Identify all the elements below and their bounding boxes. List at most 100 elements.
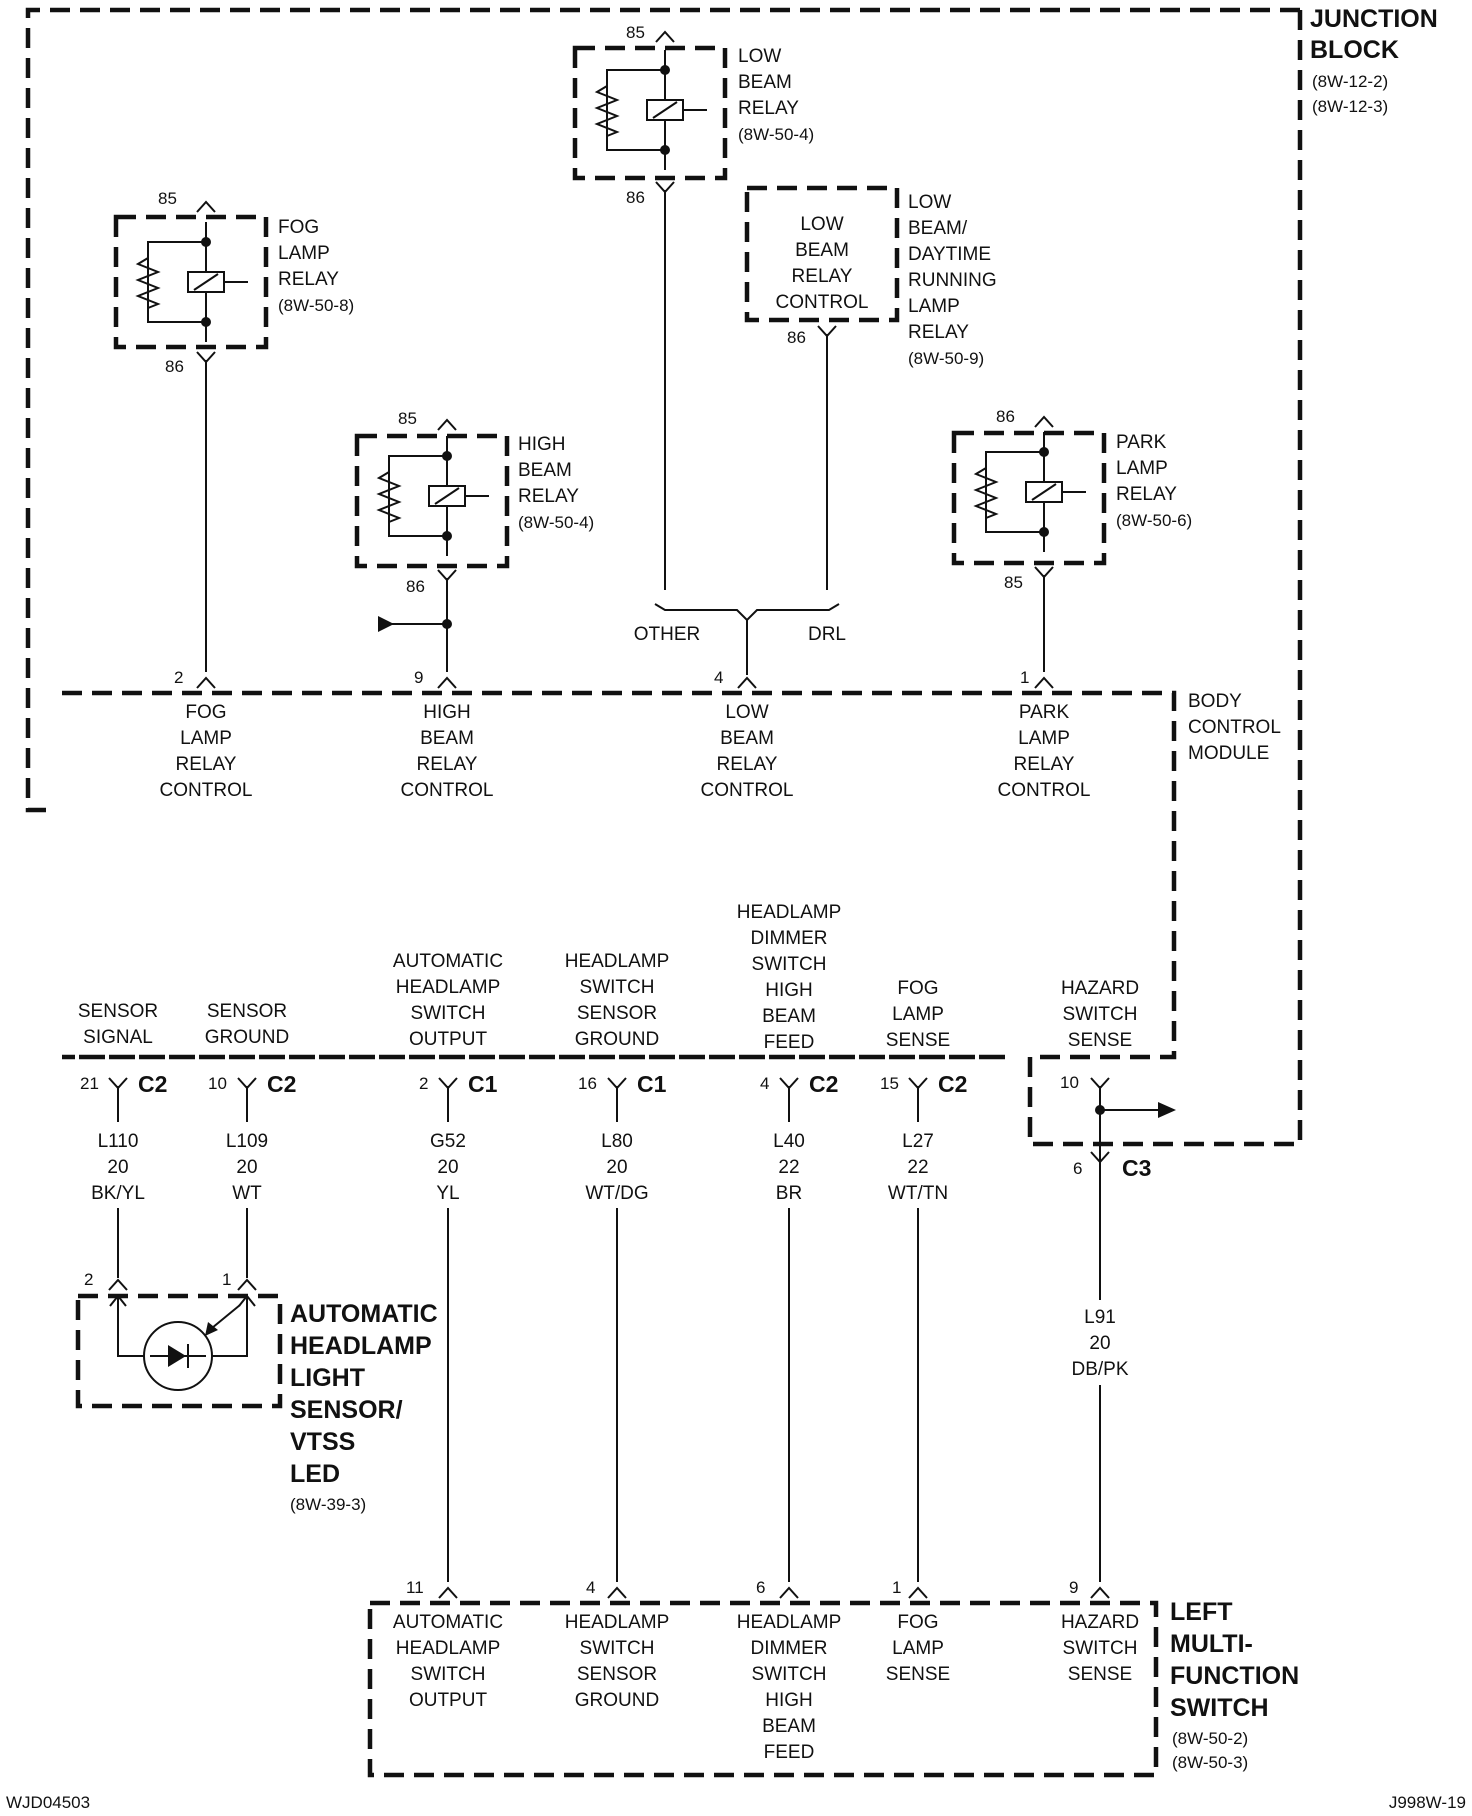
mfs-label: GROUND [575,1690,659,1711]
mfs-title-4: SWITCH [1170,1694,1269,1722]
high-beam-relay-pin-85: 85 [398,409,417,428]
bcm-top-label: CONTROL [160,780,253,801]
bcm-pin-number: 15 [880,1074,899,1093]
c3-wire-gauge: 20 [1089,1333,1110,1354]
sensor-ref: (8W-39-3) [290,1495,366,1514]
sensor-title-6: LED [290,1460,340,1488]
wire-color: BK/YL [91,1183,145,1204]
junction-block-ref-2: (8W-12-3) [1312,97,1388,116]
bcm-top-pin-number: 2 [174,668,183,687]
junction-block-title-1: JUNCTION [1310,5,1438,33]
drl-label-5: LAMP [908,296,960,317]
low-beam-relay-pin-86: 86 [626,188,645,207]
bcm-bottom-label: HEADLAMP [396,977,501,998]
bcm-top-pin-low-beam: 4 LOW BEAM RELAY CONTROL [701,668,794,801]
mfs-label: FOG [897,1612,938,1633]
bcm-bottom-label: SWITCH [580,977,655,998]
junction-block-label: JUNCTION BLOCK (8W-12-2) (8W-12-3) [1310,5,1438,116]
fog-lamp-relay: 85 86 FOG LAMP RELAY (8W-50-8) [113,189,354,376]
bcm-outline [62,690,1177,1060]
bcm-top-pin-number: 1 [1020,668,1029,687]
footer-right-code: J998W-19 [1389,1793,1466,1812]
mfs-label: HEADLAMP [396,1638,501,1659]
wire-gauge: 20 [107,1157,128,1178]
high-beam-relay-label-4: (8W-50-4) [518,513,594,532]
park-relay-pin-86: 86 [996,407,1015,426]
bcm-pin-number: 16 [578,1074,597,1093]
bcm-top-label: RELAY [417,754,478,775]
high-beam-relay-label-3: RELAY [518,486,579,507]
high-beam-relay-pin-86: 86 [406,577,425,596]
mfs-label: SWITCH [411,1664,486,1685]
high-beam-relay-label-2: BEAM [518,460,572,481]
mfs-pin-number: 11 [406,1578,424,1597]
sensor-pin-2: 2 [84,1270,93,1289]
bcm-bottom-connectors: 21 C2 10 C2 2 C1 16 C1 4 C2 15 C2 [80,1071,967,1097]
mfs-label: SWITCH [580,1638,655,1659]
split-other-label: OTHER [634,624,701,645]
mfs-label: SWITCH [1063,1638,1138,1659]
wire-gauge: 20 [437,1157,458,1178]
fog-relay-label-2: LAMP [278,243,330,264]
bcm-connector-id: C2 [138,1071,167,1097]
bcm-connector-id: C1 [468,1071,498,1097]
bcm-bottom-label: SENSOR [577,1003,657,1024]
mfs-label: BEAM [762,1716,816,1737]
drl-relay-control: LOW BEAM RELAY CONTROL 86 LOW BEAM/ DAYT… [744,185,997,368]
bcm-top-pin-number: 9 [414,668,423,687]
low-beam-relay-label-4: (8W-50-4) [738,125,814,144]
wire-color: WT/DG [585,1183,648,1204]
bcm-pin-number: 4 [760,1074,769,1093]
light-sensor: 2 1 AUTOMATIC HEADLAMP LIGHT SENSOR/ VTS… [75,1270,438,1514]
bcm-top-label: RELAY [1014,754,1075,775]
bcm-bottom-label: SENSOR [78,1001,158,1022]
bcm-top-label: LAMP [180,728,232,749]
bcm-top-label: HIGH [423,702,471,723]
bcm-wire-ids: L110 20 BK/YL L109 20 WT G52 20 YL L80 2… [91,1131,948,1204]
drl-label-1: LOW [908,192,951,213]
hazard-c3-block: 10 6 C3 L91 20 DB/PK [1027,1057,1180,1582]
bcm-top-pin-park: 1 PARK LAMP RELAY CONTROL [998,668,1091,801]
bcm-top-label: LAMP [1018,728,1070,749]
bcm-top-pin-fog: 2 FOG LAMP RELAY CONTROL [160,668,253,801]
bcm-bottom-label: FEED [764,1032,815,1053]
mfs-label: HAZARD [1061,1612,1139,1633]
mfs-title-2: MULTI- [1170,1630,1253,1658]
sensor-title-5: VTSS [290,1428,355,1456]
low-beam-relay-label-3: RELAY [738,98,799,119]
c3-wire-color: DB/PK [1071,1359,1128,1380]
beam-split: OTHER DRL [634,603,846,675]
bcm-bottom-label: SENSE [1068,1030,1132,1051]
c3-pin-number: 6 [1073,1159,1082,1178]
mfs-pin-number: 4 [586,1578,595,1597]
drl-label-6: RELAY [908,322,969,343]
drl-label-7: (8W-50-9) [908,349,984,368]
wire-gauge: 20 [606,1157,627,1178]
fog-relay-label-3: RELAY [278,269,339,290]
bcm-bottom-label: HEADLAMP [565,951,670,972]
sensor-title-1: AUTOMATIC [290,1300,438,1328]
bcm-connector-id: C2 [938,1071,967,1097]
hazard-pin-number: 10 [1060,1073,1079,1092]
sensor-title-4: SENSOR/ [290,1396,403,1424]
wire-gauge: 22 [907,1157,928,1178]
bcm-top-label: BEAM [720,728,774,749]
bcm-bottom-label: SWITCH [1063,1004,1138,1025]
wire-color: WT [232,1183,262,1204]
bcm-bottom-label: GROUND [205,1027,289,1048]
bcm-bottom-label: OUTPUT [409,1029,488,1050]
drl-label-4: RUNNING [908,270,997,291]
high-beam-splice [378,616,452,632]
bcm-top-label: FOG [185,702,226,723]
junction-block-outline-right [1180,10,1303,1147]
bcm-connector-id: C1 [637,1071,667,1097]
bcm-pin-number: 21 [80,1074,99,1093]
mfs-label: AUTOMATIC [393,1612,503,1633]
bcm-connector-id: C2 [809,1071,838,1097]
footer-left-code: WJD04503 [6,1793,90,1812]
park-relay-pin-85: 85 [1004,573,1023,592]
bcm-bottom-label: AUTOMATIC [393,951,503,972]
bcm-title-3: MODULE [1188,743,1269,764]
bcm-bottom-label: HEADLAMP [737,902,842,923]
mfs-title-3: FUNCTION [1170,1662,1299,1690]
